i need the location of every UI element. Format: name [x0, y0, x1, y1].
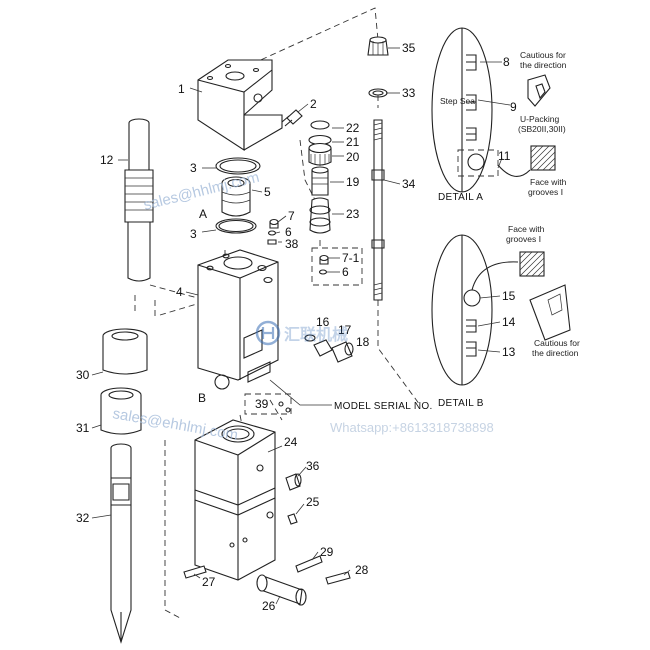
callout-14: 14 — [502, 315, 516, 329]
callout-25: 25 — [306, 495, 320, 509]
callout-28: 28 — [355, 563, 369, 577]
part-35-nut — [367, 36, 389, 56]
subassembly-box-7-1 — [311, 247, 363, 286]
callout-24: 24 — [284, 435, 298, 449]
callout-23: 23 — [346, 207, 360, 221]
part-24-back-head — [194, 419, 276, 581]
callout-35: 35 — [402, 41, 416, 55]
u-packing-line2: (SB20II,30II) — [518, 124, 566, 134]
part-12-upper-rod — [124, 118, 154, 282]
part-30-bush — [102, 328, 148, 375]
step-seal-label: Step Seal — [440, 96, 477, 106]
model-serial-label: MODEL SERIAL NO. — [334, 401, 433, 412]
callout-11: 11 — [498, 149, 511, 163]
callout-13: 13 — [502, 345, 516, 359]
callout-12: 12 — [100, 153, 114, 167]
callout-31: 31 — [76, 421, 90, 435]
section-letter-a: A — [199, 207, 207, 221]
callout-33: 33 — [402, 86, 416, 100]
u-packing-line1: U-Packing — [520, 114, 559, 124]
part-32-chisel — [110, 443, 132, 644]
callout-38: 38 — [285, 237, 299, 251]
cautious-b-line1: Cautious for — [534, 338, 580, 348]
callout-22: 22 — [346, 121, 360, 135]
cautious-a-line1: Cautious for — [520, 50, 566, 60]
callout-8: 8 — [503, 55, 510, 69]
callout-32: 32 — [76, 511, 90, 525]
callout-34: 34 — [402, 177, 416, 191]
callout-1: 1 — [178, 82, 185, 96]
callout-17: 17 — [338, 323, 352, 337]
callout-4: 4 — [176, 285, 183, 299]
part-34-through-bolt — [371, 119, 385, 301]
face-a-line2: grooves Ⅰ — [528, 187, 563, 197]
detail-b-title: DETAIL B — [438, 398, 484, 409]
parts-16-17-18-fittings — [304, 334, 354, 363]
callout-15: 15 — [502, 289, 516, 303]
callout-19: 19 — [346, 175, 360, 189]
cautious-a-line2: the direction — [520, 60, 567, 70]
callout-5: 5 — [264, 185, 271, 199]
callout-20: 20 — [346, 150, 360, 164]
part-39-box — [244, 393, 292, 415]
callout-39: 39 — [255, 397, 269, 411]
detail-a-view — [431, 27, 556, 193]
callout-29: 29 — [320, 545, 334, 559]
company-logo-text: 汇联机械 — [284, 325, 348, 344]
part-31-bush — [100, 387, 142, 435]
callout-numbers: 1 2 3 5 3 7 6 38 22 21 20 19 23 7-1 6 35… — [76, 41, 517, 613]
valve-stack-parts — [308, 120, 332, 234]
callout-9: 9 — [510, 100, 517, 114]
detail-a-title: DETAIL A — [438, 192, 483, 203]
callout-26: 26 — [262, 599, 276, 613]
callout-16: 16 — [316, 315, 330, 329]
callout-3a: 3 — [190, 161, 197, 175]
face-a-line1: Face with — [530, 177, 567, 187]
callout-leaders — [91, 47, 401, 605]
callout-2: 2 — [310, 97, 317, 111]
callout-21: 21 — [346, 135, 360, 149]
callout-36: 36 — [306, 459, 320, 473]
callout-30: 30 — [76, 368, 90, 382]
whatsapp-watermark: Whatsapp:+8613318738898 — [330, 420, 494, 435]
detail-b-view — [431, 234, 571, 386]
callout-7: 7 — [288, 209, 295, 223]
callout-27: 27 — [202, 575, 216, 589]
callout-6: 6 — [285, 225, 292, 239]
company-logo: 汇联机械 — [255, 320, 348, 346]
part-2-plug — [281, 109, 303, 127]
section-letter-b: B — [198, 391, 206, 405]
part-5-valve-sleeve — [221, 176, 251, 217]
cautious-b-line2: the direction — [532, 348, 579, 358]
callout-3b: 3 — [190, 227, 197, 241]
part-7-6-38-small-parts — [267, 218, 279, 245]
callout-18: 18 — [356, 335, 370, 349]
lower-small-parts — [183, 473, 351, 606]
watermarks: sales@hhlmj.com sales@ehhlmj.com Whatsap… — [111, 169, 493, 444]
face-b-line2: grooves Ⅰ — [506, 234, 541, 244]
part-3-o-rings — [215, 157, 261, 234]
text-labels: MODEL SERIAL NO. DETAIL A DETAIL B Cauti… — [334, 50, 580, 412]
callout-6b: 6 — [342, 265, 349, 279]
part-1-front-head — [197, 59, 283, 152]
callout-7-1: 7-1 — [342, 251, 360, 265]
part-4-cylinder — [197, 249, 279, 390]
email-watermark-2: sales@ehhlmj.com — [111, 405, 239, 444]
face-b-line1: Face with — [508, 224, 545, 234]
